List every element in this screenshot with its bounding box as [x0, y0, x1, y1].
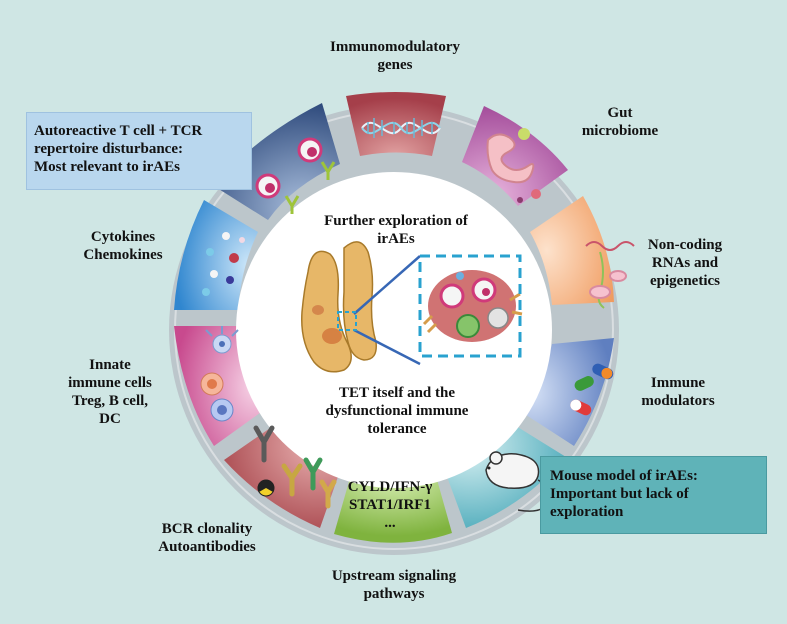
zoom-line-bottom — [353, 328, 421, 366]
center-subtitle: TET itself and the dysfunctional immune … — [325, 385, 469, 437]
antibody-icons — [253, 425, 337, 509]
dna-helix-icon — [361, 118, 441, 138]
segment-non-coding-rnas — [530, 196, 614, 305]
zoom-source-box — [337, 311, 357, 331]
label-innate-immune-cells: Innate immune cells Treg, B cell, DC — [68, 357, 152, 427]
segment-tcr — [214, 103, 340, 220]
mouse-highlight-box — [540, 456, 767, 534]
label-upstream-signaling: Upstream signaling pathways — [331, 568, 457, 602]
label-immunomodulatory-genes: Immunomodulatory genes — [329, 39, 460, 73]
label-non-coding-rnas: Non-coding RNAs and epigenetics — [647, 237, 723, 289]
label-immune-modulators: Immune modulators — [641, 375, 715, 409]
center-core — [236, 172, 552, 488]
zoom-target-box — [418, 254, 522, 358]
label-tcr: Autoreactive T cell + TCR repertoire dis… — [34, 123, 203, 175]
rna-strand-icon — [585, 241, 635, 309]
intestine-icon — [486, 128, 541, 203]
innate-cells-icon — [200, 326, 239, 422]
t-cell-icons — [255, 137, 336, 214]
tcr-highlight-box — [26, 112, 252, 190]
segment-upstream-signaling — [334, 476, 452, 543]
label-mouse-model: Mouse model of irAEs: Important but lack… — [550, 468, 698, 520]
center-title: Further exploration of irAEs — [324, 213, 468, 247]
radiation-icon — [257, 479, 275, 497]
pill-capsules-icon — [570, 363, 614, 416]
cytokine-dots-icon — [202, 232, 245, 296]
thyroid-gland-icon — [301, 241, 377, 373]
label-cytokines: Cytokines Chemokines — [83, 229, 163, 263]
segment-bcr-clonality — [224, 424, 340, 528]
label-upstream-inner: CYLD/IFN-γ STAT1/IRF1 ... — [347, 479, 433, 531]
segment-gut-microbiome — [462, 106, 568, 206]
zoomed-tissue-icon — [422, 270, 523, 342]
segment-cytokines — [174, 200, 258, 310]
label-bcr-clonality: BCR clonality Autoantibodies — [158, 521, 256, 555]
label-gut-microbiome: Gut microbiome — [581, 105, 659, 139]
zoom-line-top — [353, 255, 421, 315]
segment-immune-modulators — [523, 338, 614, 446]
